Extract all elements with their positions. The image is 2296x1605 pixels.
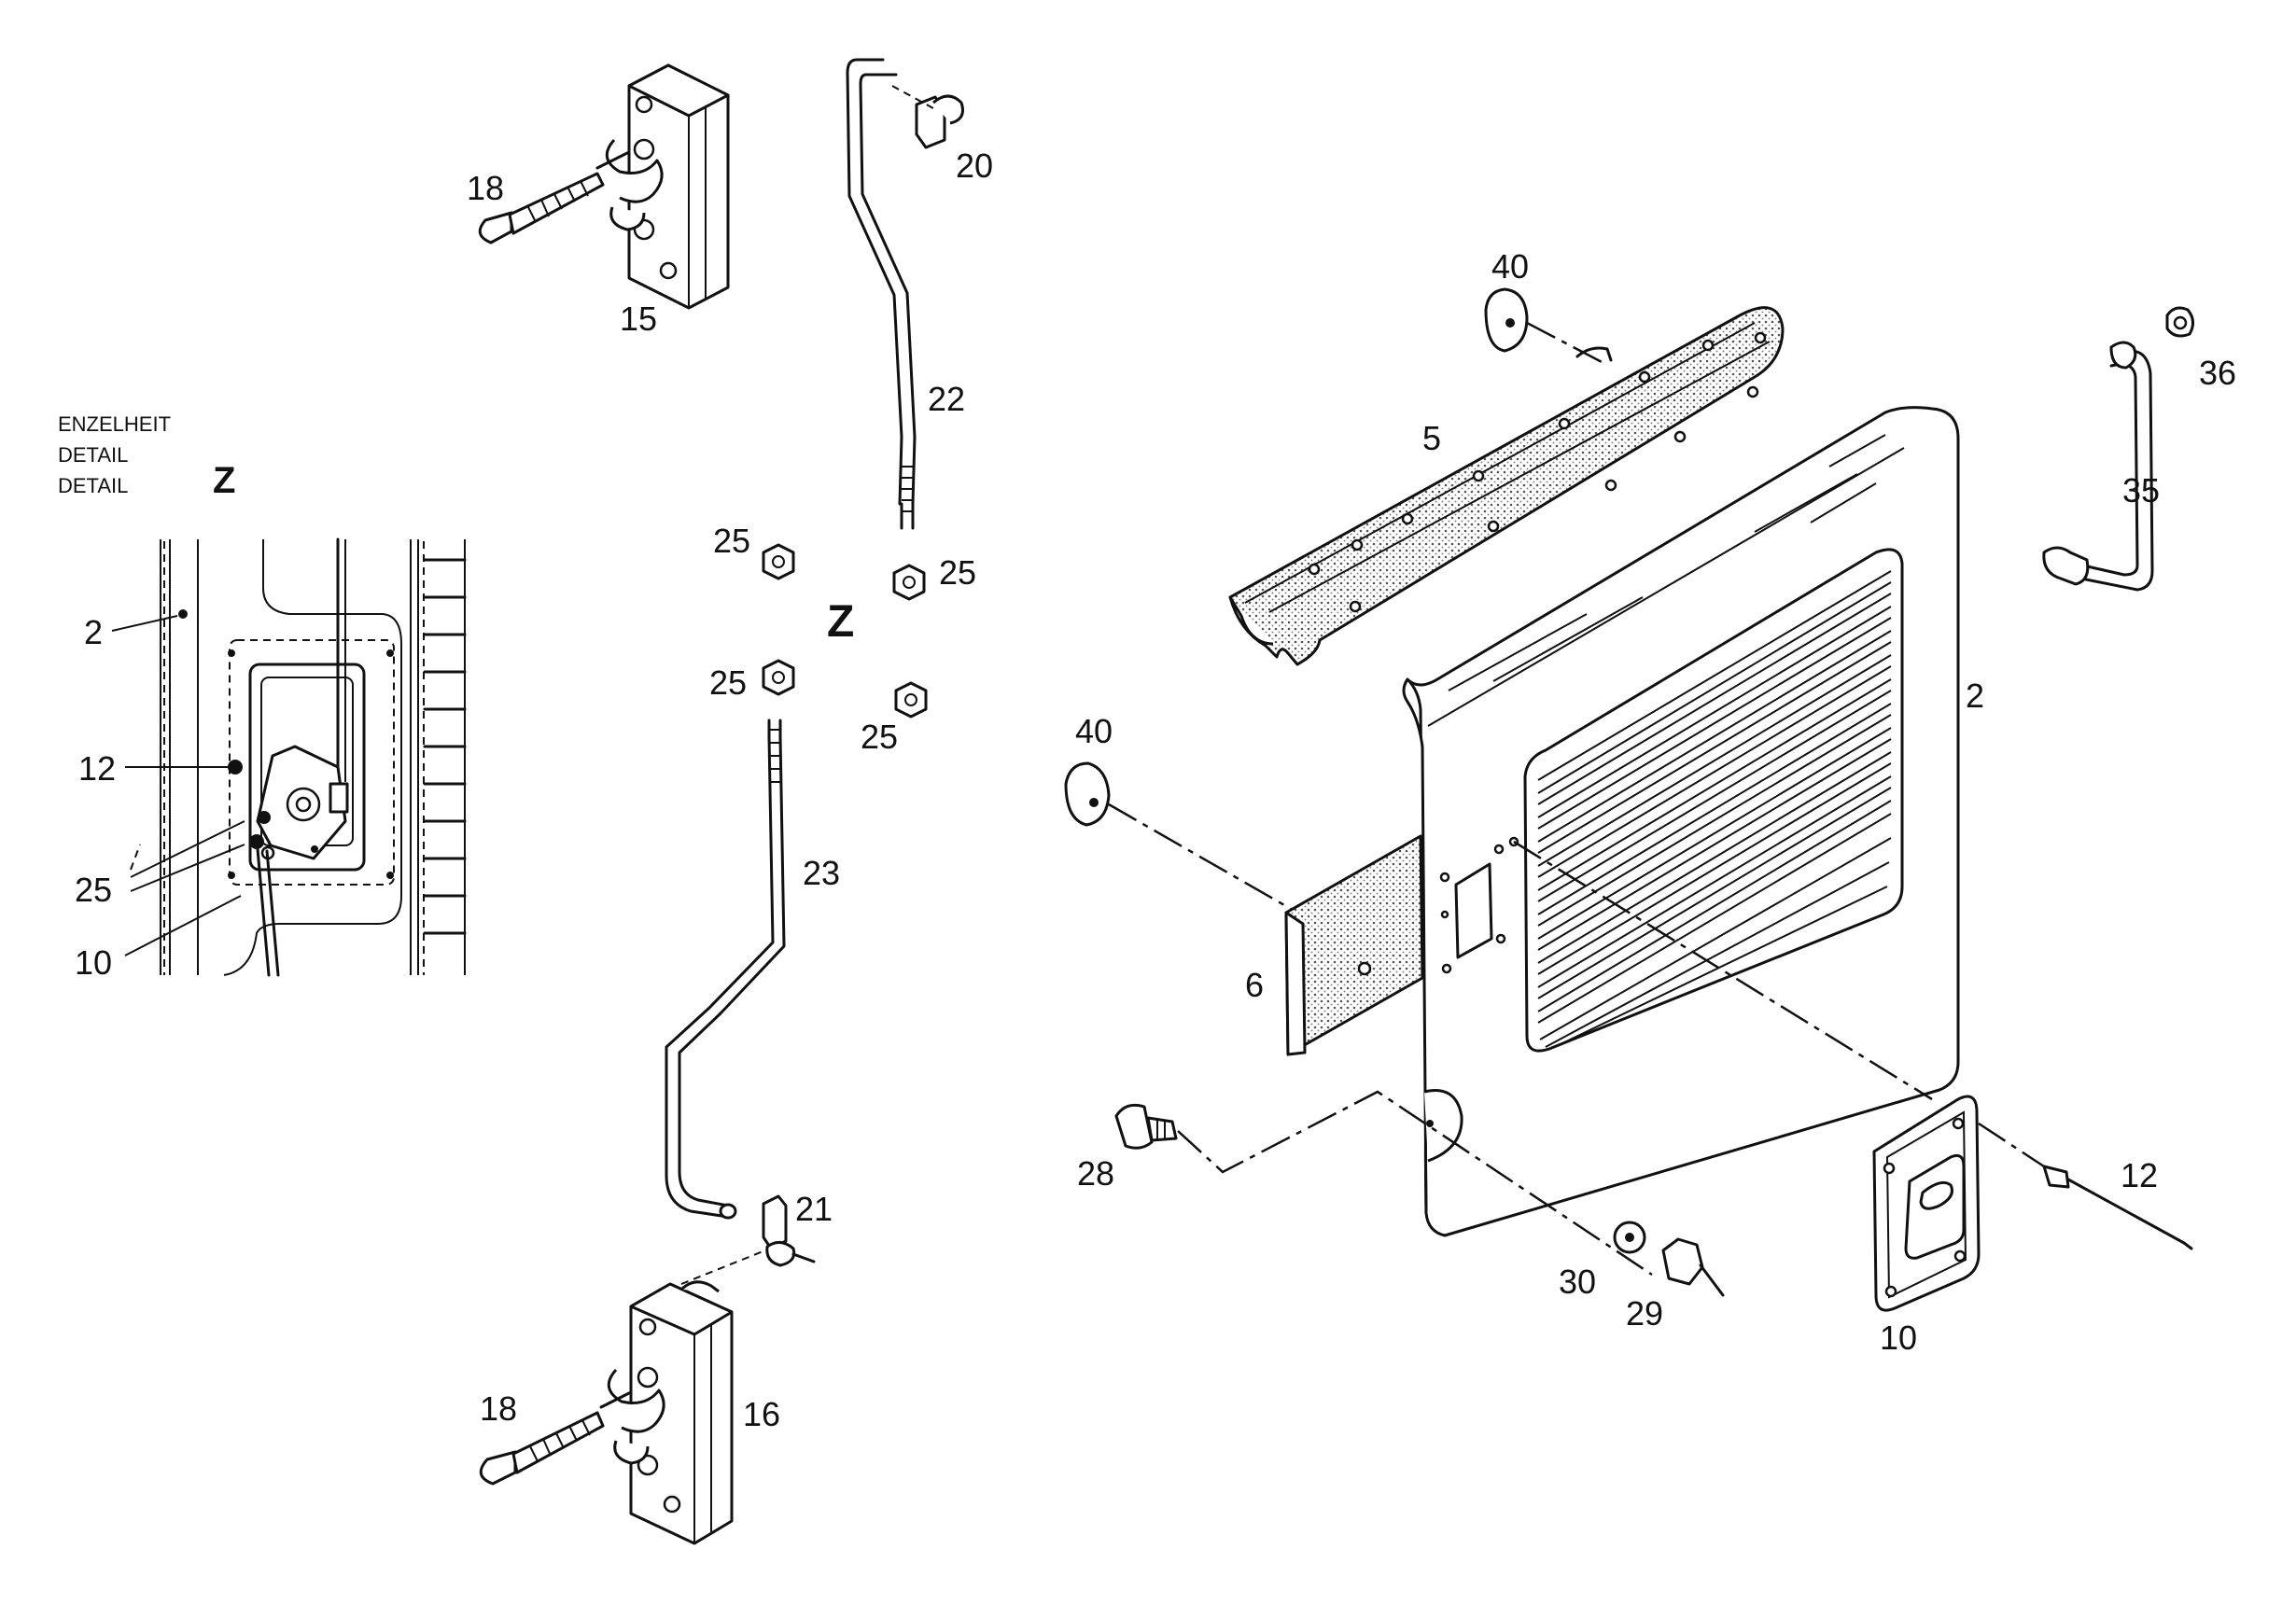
detail-label-rod: 12 [78, 749, 116, 788]
detail-label-handle: 10 [75, 943, 112, 982]
label-lock-handle: 10 [1880, 1319, 1917, 1357]
label-stud: 28 [1077, 1154, 1114, 1193]
label-nut-b: 25 [939, 553, 976, 592]
nut-a: 25 [713, 522, 795, 580]
door-louver-grille [1523, 548, 1904, 1053]
label-door-panel: 2 [1966, 677, 1984, 715]
label-hinge-strip: 5 [1422, 419, 1441, 457]
hinge-assembly-bottom: 18 16 [479, 1249, 780, 1545]
handle-rod: 35 [1575, 341, 2160, 592]
label-pad: 6 [1245, 966, 1264, 1004]
detail-label-frame: 2 [84, 613, 103, 651]
detail-caption-line3: DETAIL [58, 474, 128, 497]
hinge-assembly-top: 18 15 [467, 63, 730, 338]
label-clip-top: 20 [956, 147, 993, 185]
detail-caption-line1: ENZELHEIT [58, 412, 171, 436]
label-nut-c: 25 [709, 663, 747, 702]
label-nut-a: 25 [713, 522, 750, 560]
hinge-strip: 5 [1228, 306, 1785, 666]
detail-z-inset: ENZELHEIT DETAIL DETAIL Z [58, 412, 467, 982]
label-hinge-screw-top: 18 [467, 169, 504, 207]
nut-d: 25 [861, 681, 928, 756]
clip-bottom: 21 [762, 1190, 833, 1267]
clip-top: 20 [891, 85, 993, 185]
rod-lower: 23 [665, 719, 840, 1220]
label-hinge-block-top: 15 [620, 300, 657, 338]
label-rod-upper: 22 [928, 380, 965, 418]
lock-handle: 10 [1513, 840, 1981, 1357]
detail-louvers [423, 558, 467, 935]
detail-caption-marker: Z [213, 460, 235, 501]
label-washer-30: 30 [1559, 1263, 1596, 1301]
label-nut-36: 36 [2199, 354, 2236, 392]
label-rod-lower: 23 [803, 854, 840, 892]
nut-36: 36 [2165, 306, 2236, 392]
label-nut-d: 25 [861, 718, 898, 756]
rod-upper: 22 [846, 58, 965, 530]
pin-12: 12 [1978, 1122, 2193, 1250]
washer-30: 30 [1559, 1221, 1646, 1301]
washer-left: 40 [1064, 712, 1298, 914]
label-washer-top: 40 [1491, 247, 1529, 286]
label-washer-left: 40 [1075, 712, 1113, 750]
nut-c: 25 [709, 659, 795, 702]
door-panel: 2 [1402, 406, 1984, 1237]
pad: 6 [1245, 834, 1424, 1056]
label-hinge-screw-bottom: 18 [480, 1389, 517, 1428]
label-nut-29: 29 [1626, 1294, 1663, 1333]
detail-caption-line2: DETAIL [58, 443, 128, 467]
label-handle-rod: 35 [2122, 471, 2160, 509]
nut-b: 25 [892, 553, 976, 601]
stud: 28 [1077, 1090, 1653, 1277]
label-clip-bottom: 21 [795, 1190, 833, 1228]
washer-top: 40 [1484, 247, 1606, 366]
label-pin-12: 12 [2121, 1156, 2158, 1194]
view-marker-z: Z [827, 597, 854, 647]
nut-29: 29 [1626, 1237, 1725, 1333]
detail-label-nut: 25 [75, 871, 112, 909]
label-hinge-block-bottom: 16 [743, 1395, 780, 1433]
